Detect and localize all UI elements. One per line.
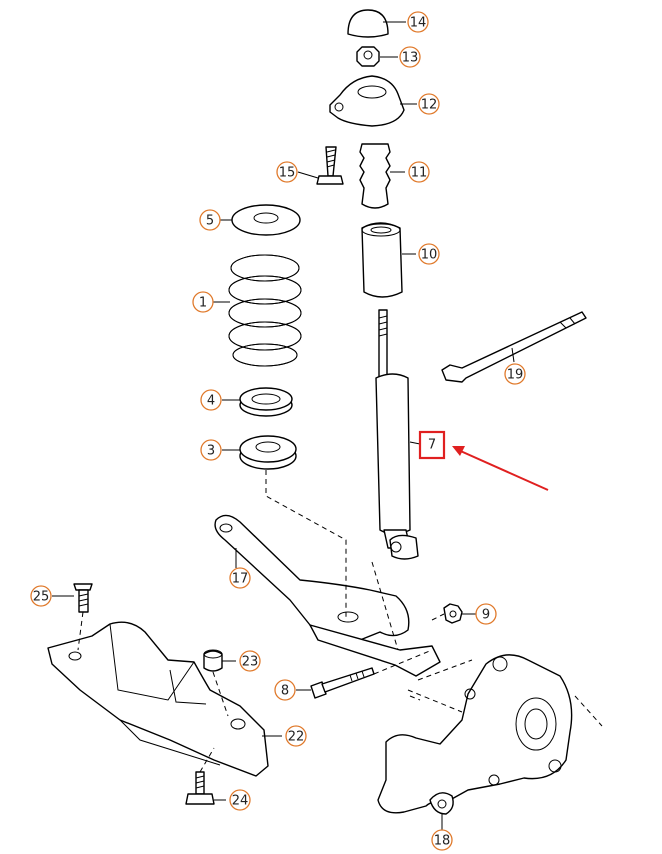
callout-1: 1: [192, 291, 214, 313]
callout-label: 8: [281, 684, 289, 699]
callout-label: 1: [199, 296, 207, 311]
callout-ring: [276, 161, 298, 183]
callout-label: 4: [207, 394, 215, 409]
callout-18: 18: [431, 829, 453, 851]
callout-12: 12: [418, 93, 440, 115]
highlight-box: [418, 430, 446, 460]
callout-label: 18: [434, 834, 451, 849]
part-long-bolt: [310, 667, 375, 699]
callout-ring: [199, 209, 221, 231]
callout-ring: [274, 679, 296, 701]
callout-9: 9: [475, 603, 497, 625]
callout-25: 25: [30, 585, 52, 607]
part-bush: [203, 649, 223, 672]
callout-8: 8: [274, 679, 296, 701]
part-protective-sleeve: [361, 222, 403, 298]
part-cable-tie: [441, 311, 587, 383]
part-dust-cap: [347, 9, 389, 38]
callout-14: 14: [407, 11, 429, 33]
callout-label: 15: [279, 166, 296, 181]
callout-13: 13: [399, 46, 421, 68]
callout-24: 24: [229, 789, 251, 811]
callout-label: 5: [206, 214, 214, 229]
part-arm-nut: [443, 603, 463, 624]
callout-23: 23: [239, 650, 261, 672]
callout-label: 3: [207, 444, 215, 459]
callout-11: 11: [408, 161, 430, 183]
part-lower-control-arm: [214, 514, 441, 677]
callout-ring: [431, 829, 453, 851]
part-mount-bolt: [316, 146, 344, 185]
callout-label: 22: [288, 730, 305, 745]
callout-ring: [418, 243, 440, 265]
callout-15: 15: [276, 161, 298, 183]
callout-ring: [407, 11, 429, 33]
callout-ring: [192, 291, 214, 313]
callout-layer: 14 13 12 15 11 5 10 1 19 4 7 3 17 25 9 23 8 22 24 18: [30, 11, 526, 851]
callout-label: 9: [482, 608, 490, 623]
part-top-mount: [329, 75, 405, 127]
callout-ring: [475, 603, 497, 625]
callout-ring: [239, 650, 261, 672]
part-nut: [356, 46, 380, 67]
callout-label: 11: [411, 166, 428, 181]
callout-ring: [504, 363, 526, 385]
part-coil-spring: [228, 254, 302, 367]
callout-label: 19: [507, 368, 524, 383]
callout-19: 19: [504, 363, 526, 385]
part-subframe-bolt: [73, 583, 93, 613]
part-bolt-lower: [185, 771, 215, 805]
callout-10: 10: [418, 243, 440, 265]
callout-7: 7: [428, 438, 436, 453]
callout-17: 17: [229, 567, 251, 589]
callout-5: 5: [199, 209, 221, 231]
callout-ring: [229, 789, 251, 811]
part-lower-spring-seat: [239, 435, 297, 470]
callout-label: 13: [402, 51, 419, 66]
callout-ring: [408, 161, 430, 183]
callout-label: 24: [232, 794, 249, 809]
callout-ring: [229, 567, 251, 589]
callout-label: 7: [428, 438, 436, 453]
callout-label: 17: [232, 572, 249, 587]
part-spring-pad: [239, 387, 293, 417]
part-wheel-bearing-housing: [377, 654, 573, 815]
callout-4: 4: [200, 389, 222, 411]
part-bump-stop: [359, 143, 391, 209]
leader-lines: [52, 21, 515, 830]
callout-label: 14: [410, 16, 427, 31]
callout-ring: [200, 389, 222, 411]
callout-label: 12: [421, 98, 438, 113]
part-upper-spring-seat: [231, 204, 301, 236]
callout-ring: [418, 93, 440, 115]
part-subframe: [47, 621, 269, 777]
highlight-arrow-head: [452, 446, 465, 456]
callout-label: 23: [242, 655, 259, 670]
callout-ring: [30, 585, 52, 607]
highlight-annotation: [418, 430, 549, 491]
callout-label: 10: [421, 248, 438, 263]
callout-ring: [399, 46, 421, 68]
callout-22: 22: [285, 725, 307, 747]
assembly-lines: [77, 470, 603, 773]
callout-ring: [200, 439, 222, 461]
callout-label: 25: [33, 590, 50, 605]
callout-3: 3: [200, 439, 222, 461]
part-shock-absorber: [375, 309, 419, 560]
callout-ring: [285, 725, 307, 747]
highlight-arrow: [455, 448, 549, 491]
